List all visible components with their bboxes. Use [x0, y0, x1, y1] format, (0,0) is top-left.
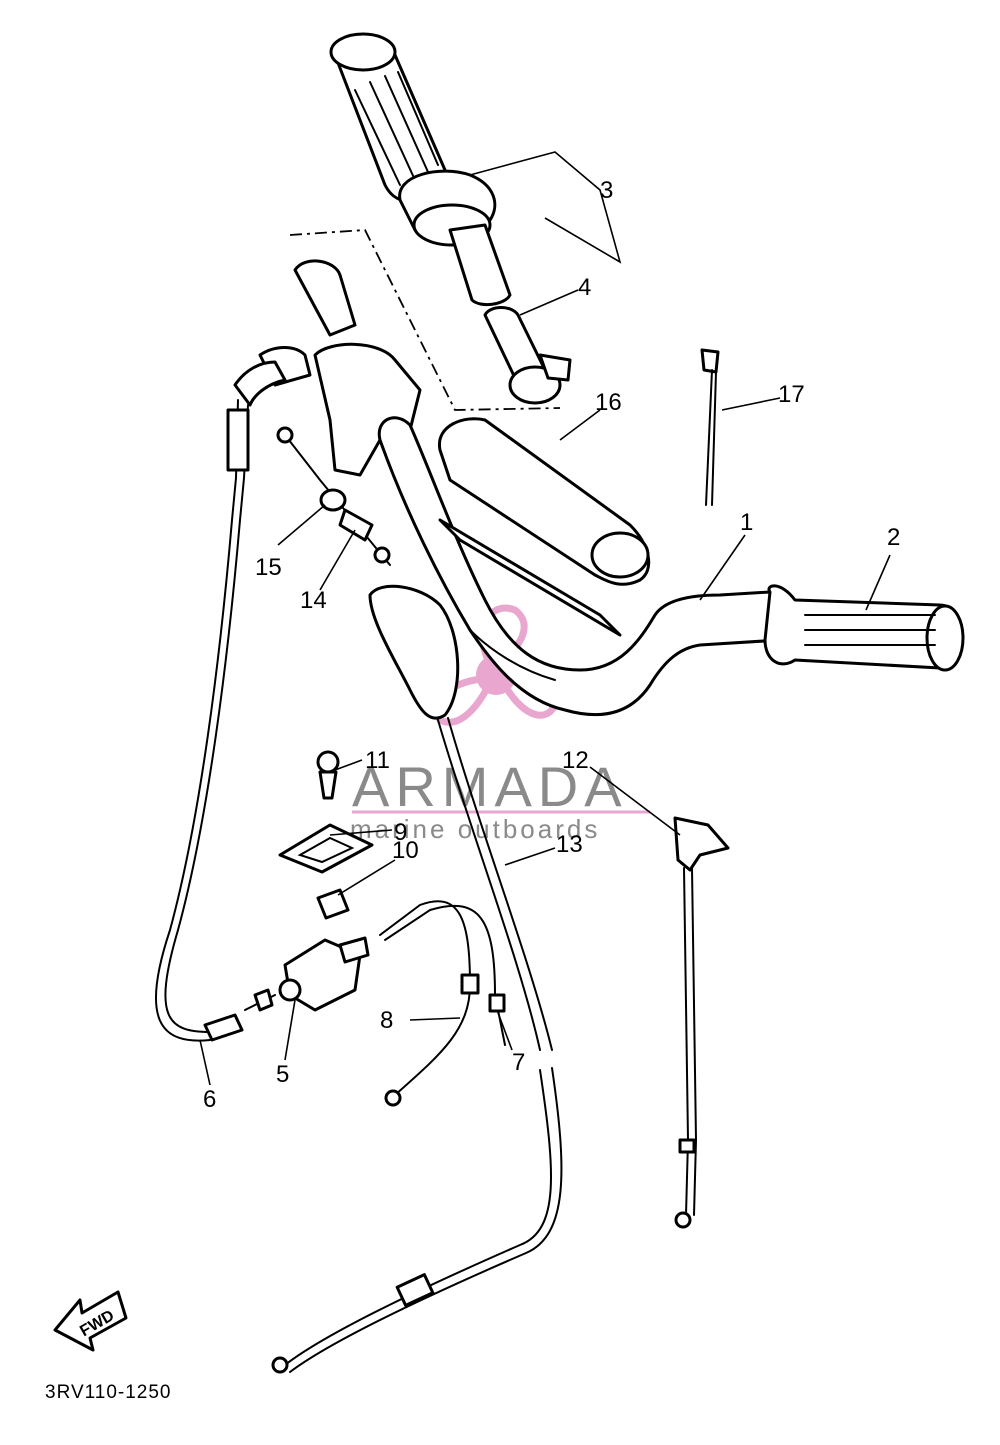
- callout-9: 9: [394, 819, 407, 846]
- lever-boot-part: [368, 584, 460, 720]
- callout-17: 17: [778, 381, 805, 408]
- cable-holder-part: [673, 816, 730, 1229]
- diagram-code: 3RV110-1250: [45, 1382, 172, 1403]
- callout-12: 12: [562, 747, 589, 774]
- callout-5: 5: [276, 1061, 289, 1088]
- watermark: ARMADA marine outboards: [350, 604, 650, 844]
- callout-14: 14: [300, 587, 327, 614]
- callout-2: 2: [887, 524, 900, 551]
- clutch-cable-part: [271, 717, 563, 1374]
- callout-6: 6: [203, 1086, 216, 1113]
- throttle-sleeve-part: [483, 306, 572, 405]
- start-switch-part: [244, 936, 370, 1012]
- forward-direction-arrow-icon: FWD: [53, 1290, 128, 1352]
- plate-part: [278, 823, 374, 874]
- left-grip-part: [763, 584, 965, 672]
- callout-labels: 1 2 3 4 5 6 7 8 9 10 11 12 13 14 15 16 1…: [203, 177, 900, 1113]
- switch-wire-part: [379, 900, 506, 1107]
- callout-10: 10: [392, 837, 419, 864]
- screw-part: [316, 750, 340, 800]
- callout-4: 4: [578, 274, 591, 301]
- callout-15: 15: [255, 554, 282, 581]
- callout-3: 3: [600, 177, 613, 204]
- adjuster-part: [276, 426, 391, 566]
- callout-16: 16: [595, 389, 622, 416]
- watermark-subtitle: marine outboards: [350, 814, 600, 844]
- handlebar-pad-part: [438, 417, 651, 637]
- cable-tie-part: [700, 348, 720, 506]
- watermark-title: ARMADA: [352, 755, 628, 818]
- clip-part: [316, 888, 350, 920]
- callout-8: 8: [380, 1007, 393, 1034]
- callout-11: 11: [365, 747, 390, 774]
- throttle-grip-part: [329, 32, 512, 307]
- throttle-cable-part: [155, 399, 250, 1042]
- callout-13: 13: [556, 831, 583, 858]
- callout-1: 1: [740, 509, 753, 536]
- leader-lines: [199, 151, 891, 1086]
- throttle-housing-part: [233, 229, 561, 477]
- callout-7: 7: [512, 1049, 525, 1076]
